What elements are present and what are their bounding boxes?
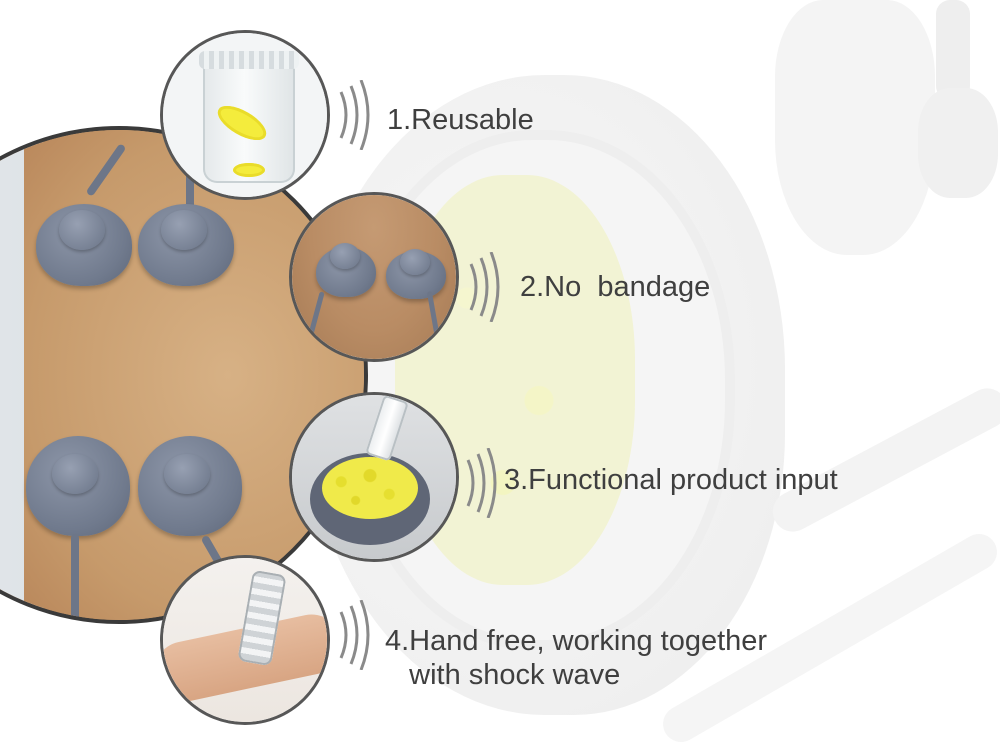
feature-1-label: 1.Reusable — [387, 104, 534, 136]
electrode-knob — [52, 454, 98, 494]
lemon-slice — [233, 163, 265, 177]
electrode-knob — [161, 210, 207, 250]
sound-wave-icon — [339, 80, 370, 150]
feature-3-label: 3.Functional product input — [504, 464, 838, 496]
background-small-cup-connector — [918, 88, 998, 198]
sound-wave-icon — [469, 252, 500, 322]
background-cable — [765, 381, 1000, 539]
yellow-sponge — [322, 457, 418, 519]
sound-wave-icon — [466, 448, 497, 518]
electrode-cord — [71, 534, 79, 620]
electrode-knob — [330, 243, 360, 269]
background-small-cup — [775, 0, 935, 255]
feature-4-image — [160, 555, 330, 725]
feature-4-label: 4.Hand free, working together with shock… — [385, 625, 768, 691]
feature-1-image — [160, 30, 330, 200]
electrode-knob — [164, 454, 210, 494]
sound-wave-icon — [339, 600, 370, 670]
electrode-knob — [59, 210, 105, 250]
feature-2-image — [289, 192, 459, 362]
small-cup-cable — [936, 0, 970, 100]
feature-2-label: 2.No bandage — [520, 271, 711, 303]
feature-3-image — [289, 392, 459, 562]
jar-rim — [199, 51, 299, 69]
electrode-knob — [400, 249, 430, 275]
